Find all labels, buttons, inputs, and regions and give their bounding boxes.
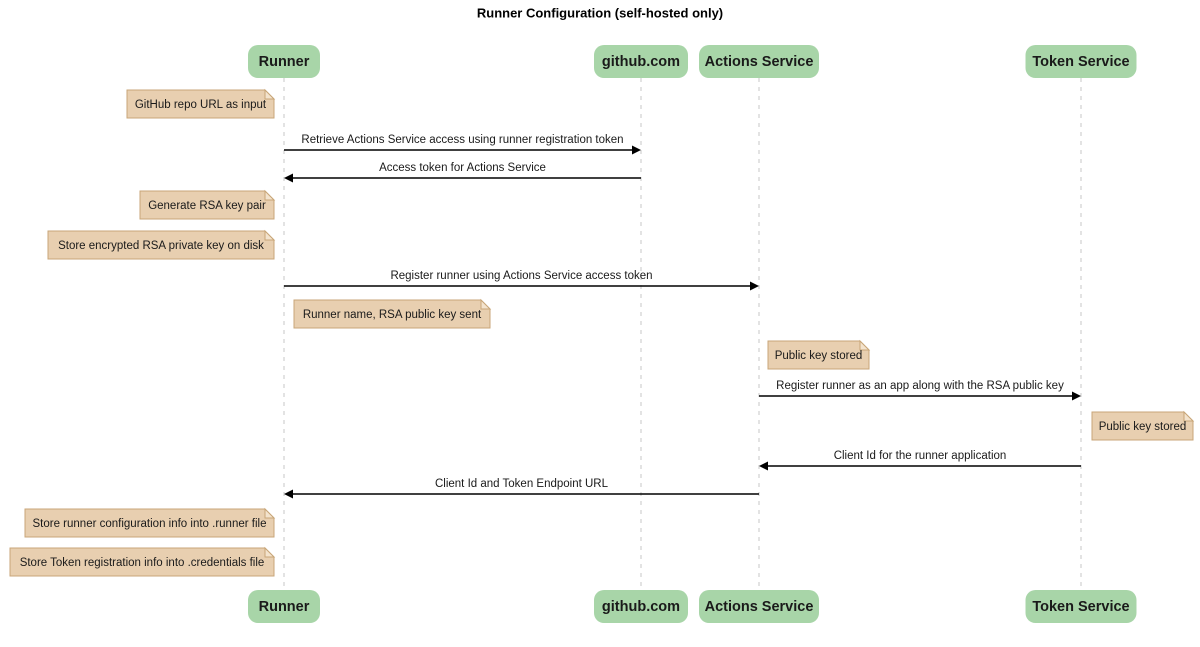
participants-layer: RunnerRunnergithub.comgithub.comActions … <box>248 45 1137 623</box>
participant-box-shape <box>248 45 320 78</box>
note-n3: Store encrypted RSA private key on disk <box>47 229 276 260</box>
message-m4[interactable]: Register runner as an app along with the… <box>759 380 1081 401</box>
note-label: Generate RSA key pair <box>148 200 266 212</box>
note-label: GitHub repo URL as input <box>135 99 267 111</box>
message-label: Client Id and Token Endpoint URL <box>435 478 609 490</box>
note-fold-corner-icon <box>480 298 492 310</box>
participant-label: github.com <box>602 599 680 615</box>
note-fold-corner-icon <box>264 507 276 519</box>
note-label: Public key stored <box>1099 421 1187 433</box>
note-label: Store Token registration info into .cred… <box>20 557 265 569</box>
message-arrowhead <box>759 461 768 471</box>
participant-box-shape <box>248 590 320 623</box>
message-label: Client Id for the runner application <box>834 450 1007 462</box>
participant-label: Token Service <box>1032 54 1129 70</box>
note-fold-corner-icon <box>264 546 276 558</box>
participant-github-footer[interactable]: github.com <box>594 590 688 623</box>
message-arrowhead <box>284 173 293 183</box>
note-n8: Store Token registration info into .cred… <box>9 546 276 577</box>
message-label: Register runner using Actions Service ac… <box>390 270 652 282</box>
participant-box-shape <box>699 45 819 78</box>
participant-actions-footer[interactable]: Actions Service <box>699 590 819 623</box>
note-body-shape <box>126 89 275 119</box>
note-body-shape <box>293 299 491 329</box>
message-arrowhead <box>750 281 759 291</box>
note-fold-corner-icon <box>264 229 276 241</box>
note-n7: Store runner configuration info into .ru… <box>24 507 276 538</box>
note-n5: Public key stored <box>767 339 871 370</box>
note-body-shape <box>139 190 275 220</box>
participant-box-shape <box>1025 45 1137 78</box>
note-body-shape <box>47 230 275 260</box>
note-fold-corner-icon <box>264 88 276 100</box>
note-body-shape <box>9 547 275 577</box>
participant-actions-header[interactable]: Actions Service <box>699 45 819 78</box>
participant-token-footer[interactable]: Token Service <box>1025 590 1137 623</box>
message-m3[interactable]: Register runner using Actions Service ac… <box>284 270 759 291</box>
note-n1: GitHub repo URL as input <box>126 88 276 119</box>
participant-runner-header[interactable]: Runner <box>248 45 320 78</box>
participant-box-shape <box>594 45 688 78</box>
participant-box-shape <box>1025 590 1137 623</box>
message-m6[interactable]: Client Id and Token Endpoint URL <box>284 478 759 499</box>
note-n4: Runner name, RSA public key sent <box>293 298 492 329</box>
note-body-shape <box>24 508 275 538</box>
message-m1[interactable]: Retrieve Actions Service access using ru… <box>284 134 641 155</box>
note-label: Store runner configuration info into .ru… <box>33 518 267 530</box>
message-label: Register runner as an app along with the… <box>776 380 1064 392</box>
note-fold-corner-icon <box>859 339 871 351</box>
messages-layer: Retrieve Actions Service access using ru… <box>284 134 1081 499</box>
note-body-shape <box>1091 411 1194 441</box>
message-label: Retrieve Actions Service access using ru… <box>301 134 623 146</box>
participant-label: Runner <box>259 599 310 615</box>
message-label: Access token for Actions Service <box>379 162 546 174</box>
participant-label: Actions Service <box>705 54 814 70</box>
participant-runner-footer[interactable]: Runner <box>248 590 320 623</box>
participant-label: Actions Service <box>705 599 814 615</box>
note-n6: Public key stored <box>1091 410 1195 441</box>
participant-label: Token Service <box>1032 599 1129 615</box>
note-body-shape <box>767 340 870 370</box>
message-arrowhead <box>1072 391 1081 401</box>
participant-token-header[interactable]: Token Service <box>1025 45 1137 78</box>
note-label: Store encrypted RSA private key on disk <box>58 240 264 252</box>
participant-label: Runner <box>259 54 310 70</box>
participant-box-shape <box>594 590 688 623</box>
note-fold-corner-icon <box>1183 410 1195 422</box>
participant-github-header[interactable]: github.com <box>594 45 688 78</box>
lifelines-layer <box>283 78 1082 590</box>
note-label: Public key stored <box>775 350 863 362</box>
note-n2: Generate RSA key pair <box>139 189 276 220</box>
page-title: Runner Configuration (self-hosted only) <box>477 5 723 20</box>
message-arrowhead <box>284 489 293 499</box>
message-m5[interactable]: Client Id for the runner application <box>759 450 1081 471</box>
participant-label: github.com <box>602 54 680 70</box>
message-arrowhead <box>632 145 641 155</box>
note-fold-corner-icon <box>264 189 276 201</box>
message-m2[interactable]: Access token for Actions Service <box>284 162 641 183</box>
note-label: Runner name, RSA public key sent <box>303 309 482 321</box>
participant-box-shape <box>699 590 819 623</box>
